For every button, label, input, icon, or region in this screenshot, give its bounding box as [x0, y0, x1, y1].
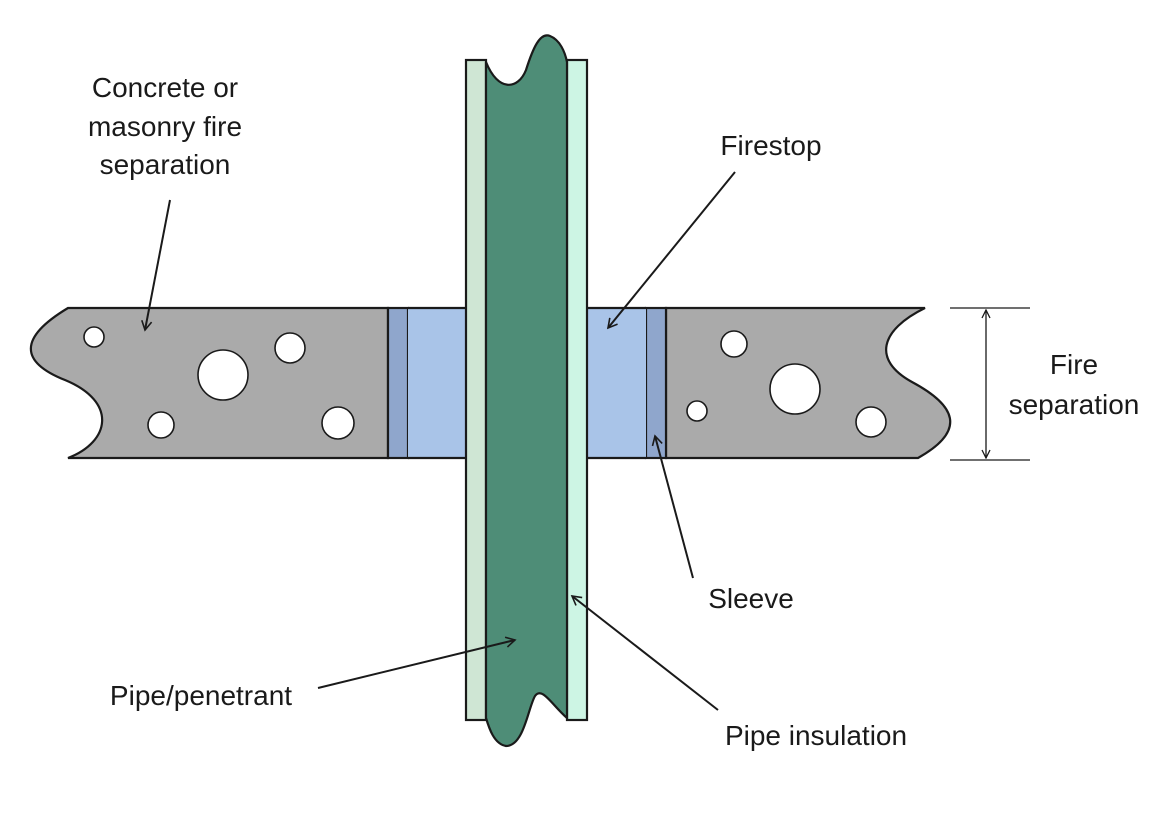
- wall-void: [686, 400, 708, 422]
- insulation-left: [464, 58, 488, 722]
- pipe-penetrant: [484, 34, 569, 748]
- leader-sleeve: [651, 434, 694, 579]
- wall-void: [83, 326, 105, 348]
- wall-left: [29, 306, 390, 460]
- wall-void: [274, 332, 306, 364]
- leader-insulation: [570, 594, 719, 711]
- insulation-right: [565, 58, 589, 722]
- label-concrete-line3: separation: [100, 149, 231, 180]
- label-sleeve: Sleeve: [708, 583, 794, 614]
- leader-concrete: [141, 199, 171, 332]
- wall-void: [197, 349, 249, 401]
- wall-void: [855, 406, 887, 438]
- label-fire-separation-line2: separation: [1009, 389, 1140, 420]
- firestop-right: [586, 309, 646, 457]
- label-concrete-line2: masonry fire: [88, 111, 242, 142]
- firestop-left: [408, 309, 466, 457]
- wall-right: [664, 306, 952, 460]
- label-fire-separation-line1: Fire: [1050, 349, 1098, 380]
- fire-separation-dimension: [950, 307, 1030, 461]
- label-firestop: Firestop: [720, 130, 821, 161]
- leader-pipe: [317, 636, 517, 689]
- sleeve-right: [644, 306, 668, 460]
- label-concrete-line1: Concrete or: [92, 72, 238, 103]
- label-pipe-insulation: Pipe insulation: [725, 720, 907, 751]
- sleeve-left: [386, 306, 410, 460]
- leader-firestop: [606, 171, 736, 330]
- wall-void: [769, 363, 821, 415]
- wall-void: [321, 406, 355, 440]
- wall-void: [147, 411, 175, 439]
- label-pipe-penetrant: Pipe/penetrant: [110, 680, 292, 711]
- wall-void: [720, 330, 748, 358]
